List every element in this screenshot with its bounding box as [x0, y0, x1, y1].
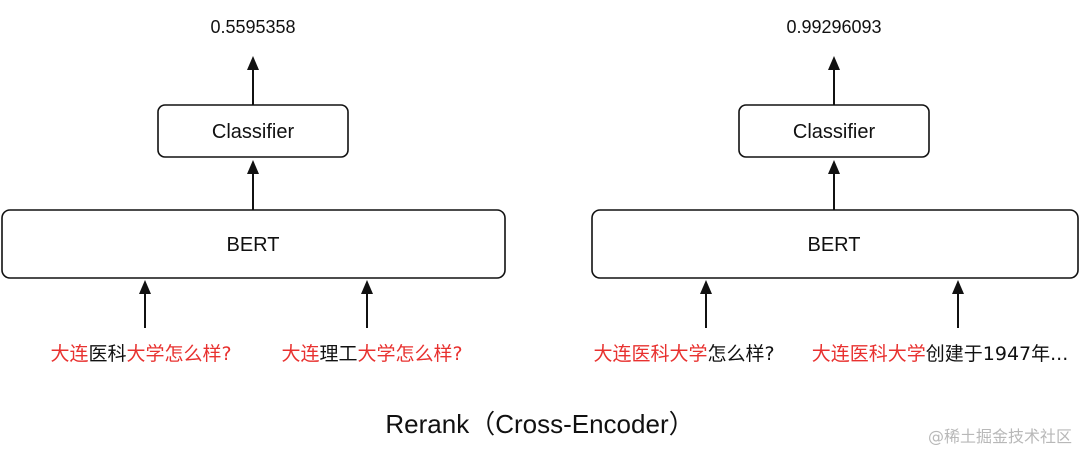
right-arrow-input-b — [952, 280, 964, 328]
left-score: 0.5595358 — [210, 17, 295, 37]
left-arrow-input-a — [139, 280, 151, 328]
left-arrow-classifier-to-score — [247, 56, 259, 105]
right-arrow-input-a — [700, 280, 712, 328]
right-score: 0.99296093 — [786, 17, 881, 37]
highlighted-term: 大连医科大学 — [593, 343, 707, 365]
diagram-caption: Rerank（Cross-Encoder） — [385, 409, 694, 439]
right-classifier-label: Classifier — [793, 121, 876, 143]
plain-term: 理工 — [319, 343, 357, 365]
right-input-b: 大连医科大学创建于1947年... — [812, 343, 1069, 365]
plain-term: 怎么样? — [707, 343, 774, 365]
watermark: @稀土掘金技术社区 — [928, 427, 1072, 446]
right-arrow-classifier-to-score — [828, 56, 840, 105]
highlighted-term: 大连 — [281, 343, 319, 365]
highlighted-term: 大学怎么样? — [357, 343, 462, 365]
right-bert-box — [591, 209, 1079, 279]
plain-term: 创建于1947年... — [926, 343, 1068, 365]
left-arrow-input-b — [361, 280, 373, 328]
left-classifier-label: Classifier — [212, 121, 295, 143]
plain-term: 医科 — [88, 343, 126, 365]
highlighted-term: 大学怎么样? — [126, 343, 231, 365]
left-input-b: 大连理工大学怎么样? — [281, 343, 462, 365]
left-bert-box — [1, 209, 506, 279]
right-panel: 0.99296093 Classifier BERT 大连医科大学怎么样? 大连… — [591, 17, 1079, 365]
right-bert-label: BERT — [808, 234, 861, 256]
right-arrow-bert-to-classifier — [828, 160, 840, 210]
highlighted-term: 大连医科大学 — [812, 343, 926, 365]
left-input-a: 大连医科大学怎么样? — [50, 343, 231, 365]
highlighted-term: 大连 — [50, 343, 88, 365]
left-classifier-box — [157, 104, 349, 158]
left-bert-label: BERT — [227, 234, 280, 256]
left-panel: 0.5595358 Classifier BERT 大连医科大学怎么样? 大连理… — [1, 17, 506, 365]
right-classifier-box — [738, 104, 930, 158]
left-arrow-bert-to-classifier — [247, 160, 259, 210]
right-input-a: 大连医科大学怎么样? — [593, 343, 774, 365]
